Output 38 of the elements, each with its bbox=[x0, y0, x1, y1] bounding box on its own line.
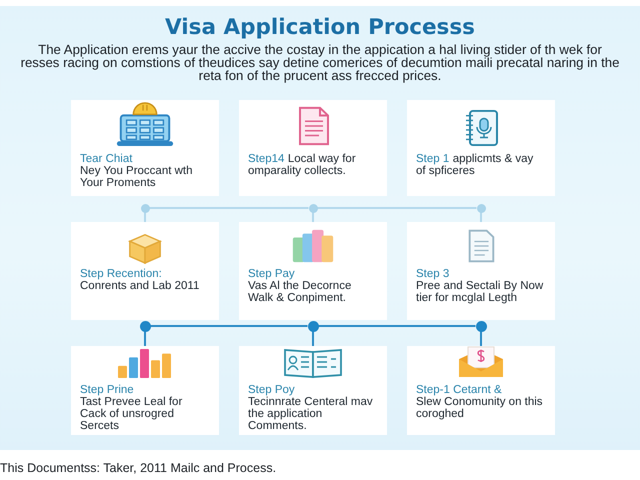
step-description: Conrents and Lab 2011 bbox=[80, 280, 200, 292]
connector-line bbox=[144, 332, 146, 346]
step-description: Slew Conomunity on this coroghed bbox=[416, 396, 543, 420]
step-text: Step 1 applicmts & vay of spficeres bbox=[416, 153, 534, 177]
step-text: Step14 Local way for omparality collects. bbox=[248, 153, 357, 177]
step-card bbox=[239, 346, 387, 435]
intro-text: The Application erems yaur the accive the costay in the appication a hal living stider of th wek for resses racing on comstions of theudices say detine comerices of decumtion maili precatal naring in the reta fon of the prucent ass frecced prices. bbox=[20, 43, 620, 82]
step-description: Tast Prevee Leal for Cack of unsrogred Sercets bbox=[80, 396, 182, 432]
title: Visa Application Processs bbox=[165, 15, 475, 40]
step-card bbox=[407, 100, 555, 196]
caption: This Documentss: Taker, 2011 Mailc and Process. bbox=[0, 461, 276, 475]
connector-line bbox=[312, 212, 314, 222]
connector-line bbox=[480, 212, 482, 222]
step-card bbox=[407, 222, 555, 320]
step-heading: Step Pay bbox=[248, 268, 296, 280]
step-heading: Tear Chiat bbox=[80, 153, 134, 165]
connector-line bbox=[144, 212, 146, 222]
step-heading: Step 3 bbox=[416, 268, 450, 280]
connector-line bbox=[480, 332, 482, 346]
connector-line bbox=[318, 207, 476, 209]
connector-line bbox=[318, 325, 476, 327]
step-card bbox=[71, 100, 219, 196]
step-heading: Step Poy bbox=[248, 384, 296, 396]
connector-line bbox=[312, 332, 314, 346]
step-card bbox=[407, 346, 555, 435]
step-heading: Step-1 Cetarnt & bbox=[416, 384, 503, 396]
step-card bbox=[71, 222, 219, 320]
step-card bbox=[71, 346, 219, 435]
step-description: Tecinnrate Centeral mav the application Comments. bbox=[248, 396, 373, 432]
step-description: Ney You Proccant wth Your Proments bbox=[80, 165, 193, 189]
step-heading: Step Recention: bbox=[80, 268, 163, 280]
step-description: Vas Al the Decornce Walk & Conpiment. bbox=[248, 280, 352, 304]
step-heading: Step Prine bbox=[80, 384, 135, 396]
step-description: Pree and Sectali By Now tier for mcglal Legth bbox=[416, 280, 544, 304]
step-card bbox=[239, 222, 387, 320]
step-card bbox=[239, 100, 387, 196]
connector-line bbox=[150, 325, 308, 327]
connector-line bbox=[150, 207, 308, 209]
